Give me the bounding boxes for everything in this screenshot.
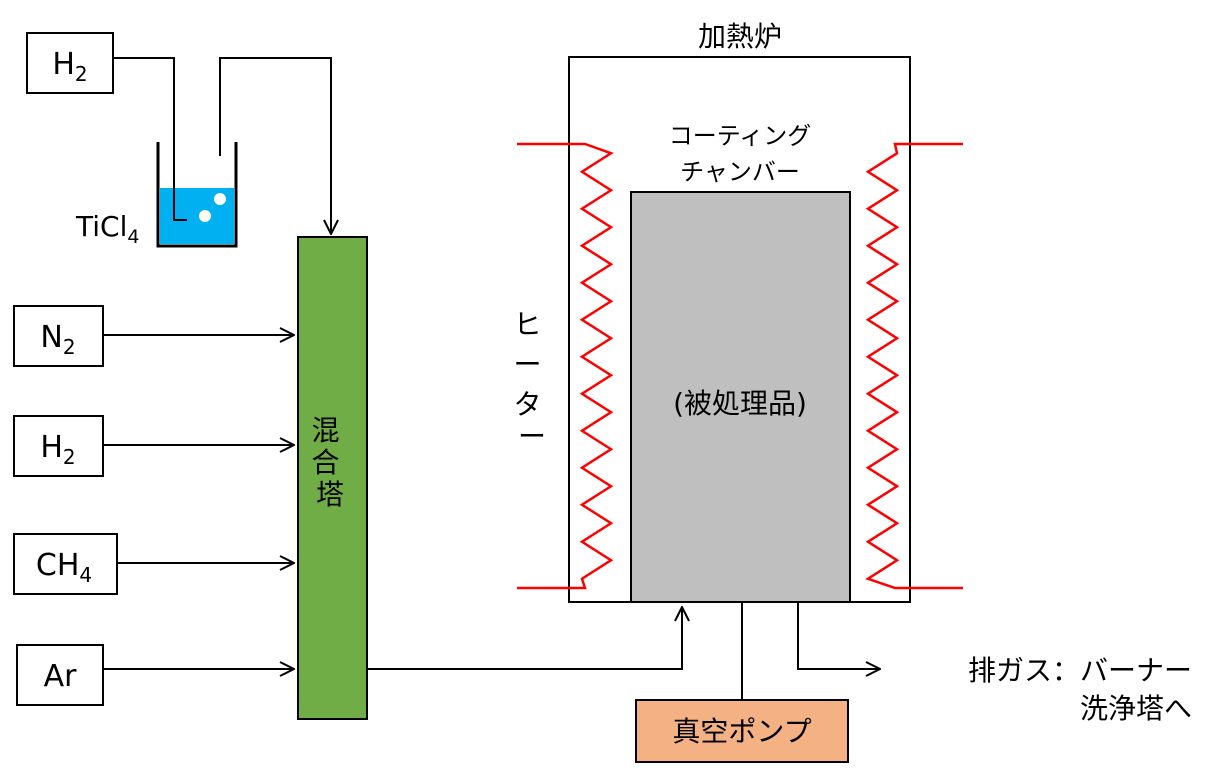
gas-source-ch4: CH4 xyxy=(13,533,118,595)
heater-right xyxy=(865,142,963,590)
workpiece xyxy=(630,191,851,603)
ticl4-feed-line xyxy=(219,57,331,234)
gas-label: N xyxy=(40,320,62,355)
mixing-tower xyxy=(297,236,368,720)
exhaust-label-line1: 排ガス：バーナー xyxy=(968,654,1192,687)
mixed-gas-line xyxy=(367,607,682,670)
gas-source-h2-top: H2 xyxy=(26,32,114,94)
svg-text:H2: H2 xyxy=(52,47,87,86)
vacuum-pump-label: 真空ポンプ xyxy=(672,715,811,748)
bubble xyxy=(199,210,211,222)
svg-text:H2: H2 xyxy=(40,430,75,469)
gas-subscript: 2 xyxy=(75,62,88,86)
gas-source-n2: N2 xyxy=(13,305,104,367)
ticl4-label: TiCl4 xyxy=(75,210,139,248)
svg-text:CH4: CH4 xyxy=(36,548,92,587)
vacuum-pump xyxy=(635,699,849,763)
gas-label: H xyxy=(52,47,75,82)
gas-subscript: 4 xyxy=(79,563,92,587)
exhaust-line xyxy=(797,602,880,669)
gas-label: H xyxy=(40,430,63,465)
exhaust-label-line2: 洗浄塔へ xyxy=(1080,692,1192,725)
chamber-label-line2: チャンバー xyxy=(680,158,800,186)
chamber-label-line1: コーティング xyxy=(669,122,812,150)
gas-source-h2: H2 xyxy=(13,415,104,477)
gas-subscript: 2 xyxy=(63,335,76,359)
furnace-title: 加熱炉 xyxy=(698,20,782,53)
ticl4-bubbler: TiCl4 xyxy=(75,142,238,248)
h2-dip-tube xyxy=(113,57,187,221)
mixing-tower-label: 混 合 塔 xyxy=(312,414,349,511)
bubble xyxy=(214,193,226,205)
gas-source-ar: Ar xyxy=(16,644,104,706)
svg-text:N2: N2 xyxy=(40,320,75,359)
heater-label: ヒ ー タ ー xyxy=(514,308,551,453)
gas-label: CH xyxy=(36,548,80,583)
heater-left xyxy=(517,142,614,590)
gas-label: Ar xyxy=(44,659,78,694)
workpiece-label: (被処理品) xyxy=(673,387,807,420)
gas-subscript: 2 xyxy=(63,445,76,469)
